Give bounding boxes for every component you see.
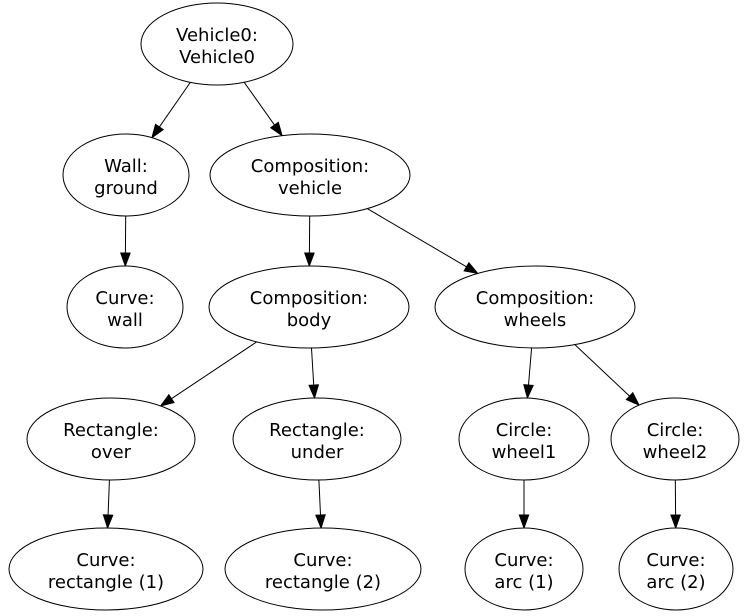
node-label-line: ground [94,178,158,199]
node-label-line: rectangle (2) [265,572,381,593]
node-label-comp_body: Composition:body [250,288,368,331]
edge-arrowhead-vehicle0-wall_ground [151,123,165,139]
node-comp_vehicle: Composition:vehicle [209,133,411,217]
node-ellipse-curve_arc1 [464,527,584,611]
node-label-line: over [91,442,132,463]
node-label-circle_wheel1: Circle:wheel1 [492,420,557,463]
edge-arrowhead-comp_body-rect_over [159,393,175,407]
node-ellipse-circle_wheel1 [458,397,590,481]
edge-line-comp_vehicle-comp_wheels [367,208,467,268]
node-curve_arc1: Curve:arc (1) [464,527,584,611]
node-ellipse-wall_ground [62,133,190,217]
node-label-line: wheels [504,310,567,331]
node-label-rect_under: Rectangle:under [269,420,365,463]
node-label-line: vehicle [278,178,342,199]
node-label-curve_rect2: Curve:rectangle (2) [265,550,381,593]
edge-line-rect_under-curve_rect2 [318,479,322,516]
edge-line-vehicle0-comp_vehicle [243,81,275,126]
edge-arrowhead-vehicle0-comp_vehicle [269,121,283,137]
node-curve_rect1: Curve:rectangle (1) [8,527,204,611]
node-label-comp_wheels: Composition:wheels [476,288,594,331]
node-label-line: Vehicle0: [176,25,258,46]
node-ellipse-comp_vehicle [209,133,411,217]
node-label-line: Rectangle: [269,420,365,441]
node-label-line: Wall: [104,156,148,177]
node-label-line: Rectangle: [63,420,159,441]
node-label-line: Composition: [251,156,369,177]
node-label-line: Vehicle0 [179,47,255,68]
node-label-line: arc (2) [646,572,705,593]
node-label-vehicle0: Vehicle0:Vehicle0 [176,25,258,68]
node-label-circle_wheel2: Circle:wheel2 [643,420,708,463]
node-ellipse-comp_body [208,265,410,349]
node-label-line: Curve: [494,550,553,571]
node-ellipse-comp_wheels [434,265,636,349]
node-label-line: Circle: [647,420,704,441]
edge-line-rect_over-curve_rect1 [107,479,110,516]
node-label-line: Curve: [293,550,352,571]
edge-arrowhead-comp_vehicle-comp_body [304,252,315,268]
node-ellipse-rect_over [26,397,196,481]
node-ellipse-curve_rect2 [224,527,422,611]
edge-line-comp_wheels-circle_wheel1 [527,347,533,386]
edge-arrowhead-comp_body-rect_under [308,384,320,400]
node-label-line: arc (1) [494,572,553,593]
edge-arrowhead-rect_under-curve_rect2 [315,514,326,530]
edge-arrowhead-comp_vehicle-comp_wheels [463,261,479,275]
node-rect_under: Rectangle:under [232,397,402,481]
node-label-line: rectangle (1) [48,572,164,593]
edge-arrowhead-comp_wheels-circle_wheel2 [625,391,641,407]
edge-arrowhead-rect_over-curve_rect1 [102,514,114,530]
node-label-curve_arc1: Curve:arc (1) [494,550,553,593]
node-curve_rect2: Curve:rectangle (2) [224,527,422,611]
node-label-line: Curve: [646,550,705,571]
edge-arrowhead-circle_wheel2-curve_arc2 [670,514,681,530]
node-vehicle0: Vehicle0:Vehicle0 [140,2,294,86]
node-label-line: body [287,310,332,331]
node-label-curve_wall: Curve:wall [95,288,154,331]
node-circle_wheel2: Circle:wheel2 [610,397,740,481]
node-ellipse-vehicle0 [140,2,294,86]
edge-line-comp_body-rect_under [310,347,315,386]
node-label-line: under [291,442,344,463]
node-circle_wheel1: Circle:wheel1 [458,397,590,481]
node-ellipse-circle_wheel2 [610,397,740,481]
node-comp_body: Composition:body [208,265,410,349]
node-label-curve_arc2: Curve:arc (2) [646,550,705,593]
node-label-line: Curve: [95,288,154,309]
edge-line-comp_wheels-circle_wheel2 [574,344,630,397]
node-label-line: Composition: [250,288,368,309]
node-label-rect_over: Rectangle:over [63,420,159,463]
node-rect_over: Rectangle:over [26,397,196,481]
edge-line-vehicle0-wall_ground [158,82,191,128]
node-label-line: wall [107,310,143,331]
node-ellipse-curve_arc2 [618,527,734,611]
node-ellipse-rect_under [232,397,402,481]
edge-arrowhead-circle_wheel1-curve_arc1 [518,514,530,530]
node-label-line: Composition: [476,288,594,309]
node-label-line: Circle: [496,420,553,441]
edge-arrowhead-wall_ground-curve_wall [120,252,131,268]
node-label-curve_rect1: Curve:rectangle (1) [48,550,164,593]
node-ellipse-curve_wall [66,265,184,349]
node-label-wall_ground: Wall:ground [94,156,158,199]
node-label-comp_vehicle: Composition:vehicle [251,156,369,199]
node-wall_ground: Wall:ground [62,133,190,217]
node-ellipse-curve_rect1 [8,527,204,611]
node-label-line: wheel2 [643,442,708,463]
node-curve_wall: Curve:wall [66,265,184,349]
node-curve_arc2: Curve:arc (2) [618,527,734,611]
node-comp_wheels: Composition:wheels [434,265,636,349]
edge-line-comp_body-rect_over [171,341,257,400]
node-label-line: Curve: [76,550,135,571]
node-label-line: wheel1 [492,442,557,463]
edge-arrowhead-comp_wheels-circle_wheel1 [523,384,534,400]
